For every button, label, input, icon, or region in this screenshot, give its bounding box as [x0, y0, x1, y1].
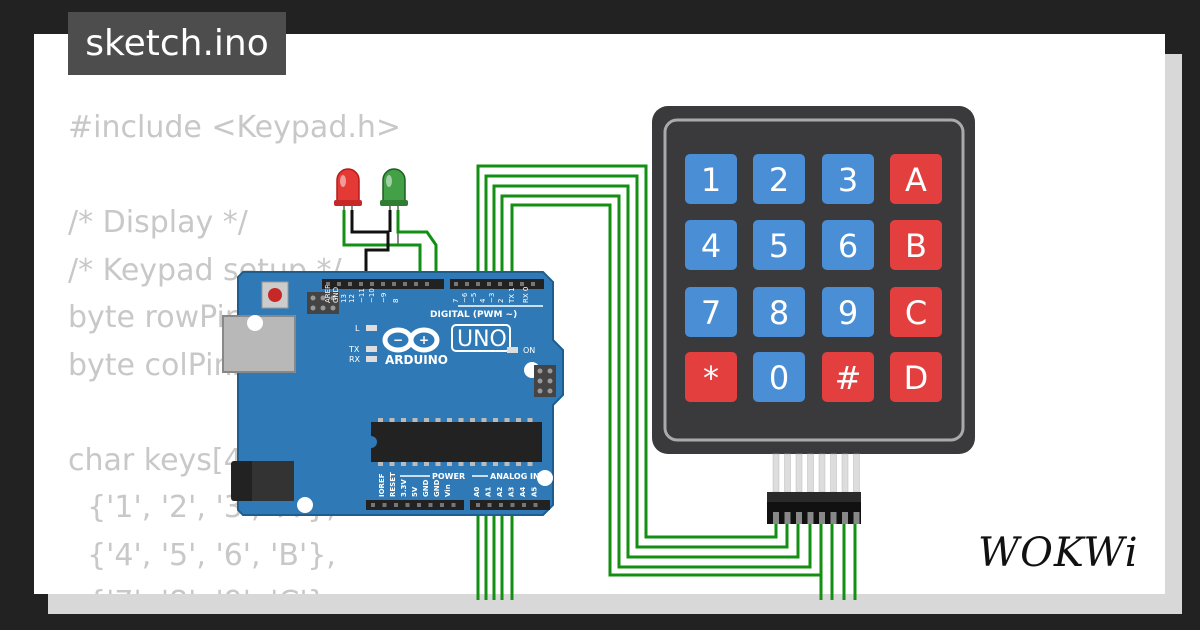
keypad-key[interactable]: B: [890, 220, 942, 270]
code-line: {'7', '8', '9', 'C'},: [68, 579, 401, 594]
svg-text:7: 7: [701, 294, 721, 332]
usb-port: [222, 315, 296, 373]
pin-label: 12: [348, 294, 356, 303]
digital-label: DIGITAL (PWM ~): [430, 310, 517, 320]
svg-text:0: 0: [769, 359, 789, 397]
svg-text:RX: RX: [349, 355, 361, 364]
svg-text:1: 1: [701, 161, 721, 199]
pin-label: 2: [497, 299, 505, 303]
code-line: char keys[4]: [68, 442, 255, 478]
code-line: {'4', '5', '6', 'B'},: [68, 537, 336, 573]
pin-label: 5V: [411, 486, 419, 497]
power-header: [366, 500, 464, 510]
pin-label: 3.3V: [400, 479, 408, 497]
svg-text:6: 6: [838, 227, 858, 265]
svg-text:D: D: [904, 359, 929, 397]
arduino-model: UNO: [457, 327, 507, 352]
keypad-key[interactable]: 3: [822, 154, 874, 204]
keypad-key[interactable]: 1: [685, 154, 737, 204]
wires: [476, 164, 857, 600]
keypad-key[interactable]: 0: [753, 352, 805, 402]
pin-label: A5: [531, 487, 539, 497]
arduino-logo-icon: [382, 327, 440, 353]
pin-label: GND: [433, 479, 441, 497]
keypad-key[interactable]: C: [890, 287, 942, 337]
pin-label: AREF: [324, 285, 332, 303]
svg-text:9: 9: [838, 294, 858, 332]
keypad-key[interactable]: 8: [753, 287, 805, 337]
pin-label: A2: [496, 487, 504, 497]
keypad-key[interactable]: A: [890, 154, 942, 204]
keypad-key[interactable]: D: [890, 352, 942, 402]
pin-label: ~10: [368, 288, 376, 303]
pin-label: 4: [479, 298, 487, 303]
svg-text:ON: ON: [523, 346, 535, 355]
digital-header-2: [450, 279, 544, 289]
keypad-key[interactable]: 7: [685, 287, 737, 337]
wire: [492, 184, 800, 559]
keypad-key[interactable]: 6: [822, 220, 874, 270]
pin-label: RX 0: [522, 287, 530, 303]
file-tab[interactable]: sketch.ino: [68, 12, 286, 75]
wokwi-logo: WOKWi: [978, 530, 1139, 576]
pin-label: ~9: [380, 293, 388, 303]
pin-label: 8: [392, 299, 400, 303]
svg-text:*: *: [703, 359, 719, 397]
svg-text:5: 5: [769, 227, 789, 265]
wire: [500, 194, 812, 569]
keypad-key[interactable]: *: [685, 352, 737, 402]
pin-label: A4: [519, 487, 527, 497]
keypad-key[interactable]: 4: [685, 220, 737, 270]
svg-text:8: 8: [769, 294, 789, 332]
pin-label: 7: [452, 299, 460, 303]
led-green[interactable]: [380, 168, 408, 245]
svg-text:−: −: [393, 333, 403, 347]
svg-text:L: L: [355, 324, 360, 333]
arduino-brand: ARDUINO: [385, 353, 448, 367]
pin-label: TX 1: [508, 287, 516, 304]
keypad-key[interactable]: 2: [753, 154, 805, 204]
pin-label: ~11: [358, 288, 366, 303]
svg-text:3: 3: [838, 161, 858, 199]
code-line: #include <Keypad.h>: [68, 110, 402, 145]
pin-label: 13: [340, 294, 348, 303]
code-line: /* Display */: [68, 205, 248, 240]
svg-text:ANALOG IN: ANALOG IN: [490, 472, 540, 481]
pin-label: ~6: [461, 292, 469, 303]
svg-text:2: 2: [769, 161, 789, 199]
pin-label: RESET: [389, 472, 397, 497]
led-wires: [342, 210, 438, 282]
svg-text:C: C: [905, 294, 927, 332]
pin-label: ~5: [470, 293, 478, 303]
svg-text:4: 4: [701, 227, 721, 265]
keypad-4x4[interactable]: 1 2 3 A 4 5 6 B 7 8 9 C * 0 # D: [652, 106, 975, 524]
analog-header: [470, 500, 550, 510]
svg-text:#: #: [835, 359, 862, 397]
pin-label: IOREF: [378, 473, 386, 497]
svg-text:B: B: [905, 227, 927, 265]
pin-label: GND: [422, 479, 430, 497]
wire: [476, 164, 778, 539]
svg-text:TX: TX: [348, 345, 360, 354]
pin-label: Vin: [444, 484, 452, 497]
microcontroller-chip: [371, 422, 542, 462]
pin-label: GND: [332, 287, 340, 303]
keypad-key[interactable]: #: [822, 352, 874, 402]
svg-text:POWER: POWER: [432, 472, 465, 481]
keypad-key[interactable]: 9: [822, 287, 874, 337]
pin-label: A3: [508, 487, 516, 497]
keypad-key[interactable]: 5: [753, 220, 805, 270]
led-red[interactable]: [334, 168, 362, 245]
keypad-ribbon: [772, 453, 860, 493]
svg-text:+: +: [419, 333, 429, 347]
wire: [484, 174, 789, 549]
pin-label: A0: [473, 487, 481, 497]
editor-frame: #include <Keypad.h> /* Display *//* Keyp…: [34, 34, 1165, 594]
pin-label: ~3: [488, 293, 496, 303]
svg-text:A: A: [905, 161, 927, 199]
pin-label: A1: [485, 487, 493, 497]
